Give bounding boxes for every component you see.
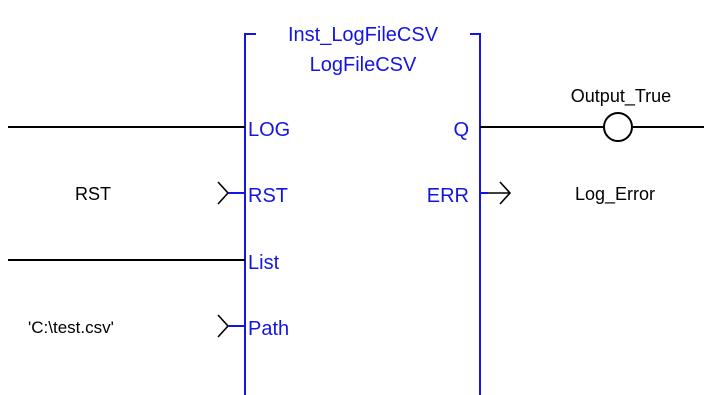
output-coil-icon[interactable]	[603, 112, 633, 142]
err-output-arrow-head	[499, 181, 512, 205]
err-output-variable[interactable]: Log_Error	[575, 184, 655, 205]
output-pin-q: Q	[453, 119, 469, 141]
input-pin-rst: RST	[248, 185, 288, 207]
block-type-name: LogFileCSV	[310, 54, 417, 76]
output-pin-err: ERR	[427, 185, 469, 207]
block-top-right-bracket	[470, 33, 481, 48]
path-input-constant[interactable]: 'C:\test.csv'	[28, 318, 114, 337]
path-connector-arrow	[217, 314, 230, 338]
input-pin-log: LOG	[248, 119, 290, 141]
block-top-left-bracket	[244, 33, 256, 48]
q-coil-variable[interactable]: Output_True	[571, 86, 671, 107]
input-pin-path: Path	[248, 318, 289, 340]
rst-connector-arrow	[217, 181, 230, 205]
function-block	[244, 33, 481, 395]
input-pin-list: List	[248, 252, 280, 274]
block-instance-name[interactable]: Inst_LogFileCSV	[288, 24, 439, 46]
rst-input-variable[interactable]: RST	[75, 184, 111, 204]
